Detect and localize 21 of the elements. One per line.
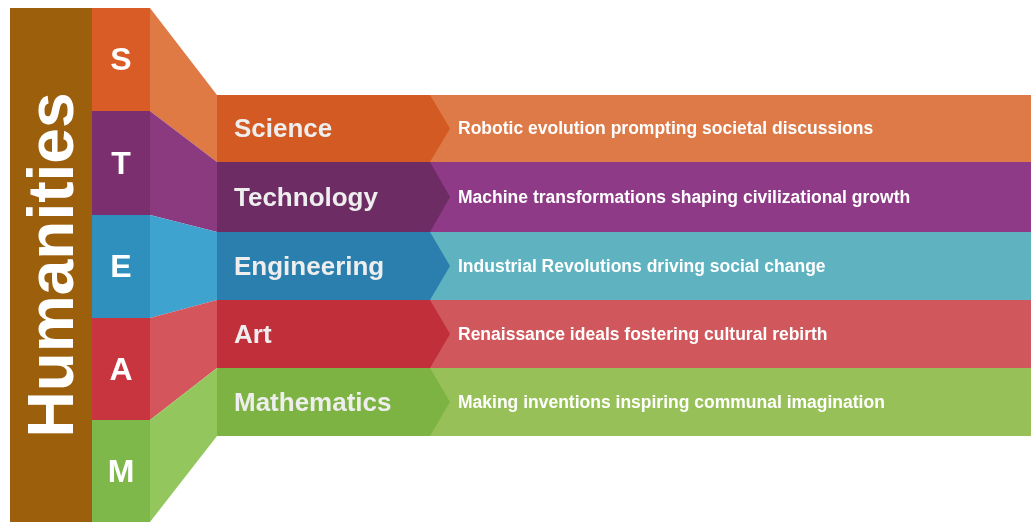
description-band: Machine transformations shaping civilizational growth <box>430 162 1031 232</box>
topic-banner: Science <box>217 95 450 162</box>
letter-tab: E <box>92 215 150 318</box>
letter-tab: A <box>92 318 150 420</box>
description-band: Renaissance ideals fostering cultural rebirth <box>430 300 1031 368</box>
topic-banner: Technology <box>217 162 450 232</box>
funnel-connector <box>150 8 217 162</box>
letter-tab: T <box>92 111 150 215</box>
letter-tab: M <box>92 420 150 522</box>
topic-banner: Mathematics <box>217 368 450 436</box>
humanities-bar: Humanities <box>10 8 92 522</box>
funnel-connector <box>150 300 217 420</box>
description-band: Making inventions inspiring communal imagination <box>430 368 1031 436</box>
funnel-connector <box>150 368 217 522</box>
description-band: Robotic evolution prompting societal discussions <box>430 95 1031 162</box>
funnel-connector <box>150 215 217 318</box>
letter-tab: S <box>92 8 150 111</box>
description-band: Industrial Revolutions driving social change <box>430 232 1031 300</box>
topic-banner: Engineering <box>217 232 450 300</box>
topic-banner: Art <box>217 300 450 368</box>
funnel-connector <box>150 111 217 232</box>
